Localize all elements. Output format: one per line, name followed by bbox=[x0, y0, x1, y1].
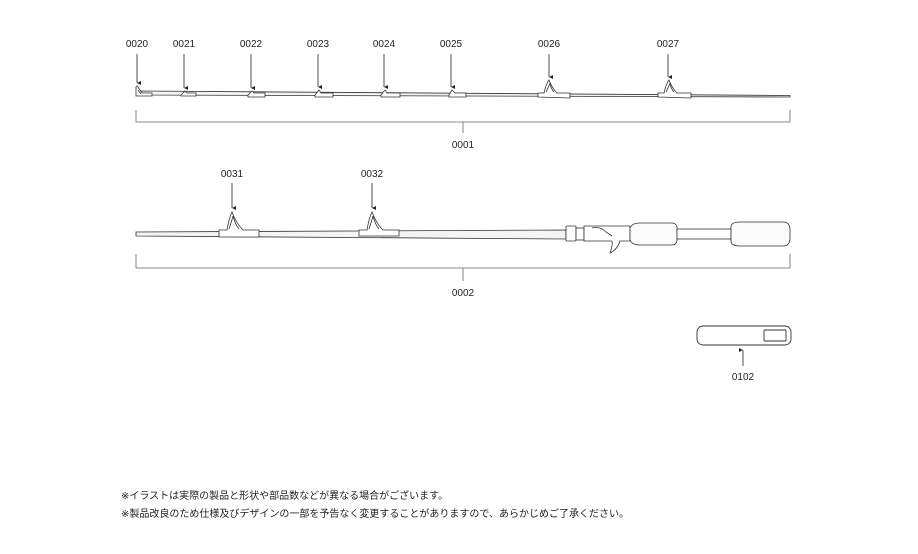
guide-22-icon bbox=[247, 90, 266, 98]
guide-25-icon bbox=[448, 89, 467, 98]
label-0002: 0002 bbox=[452, 288, 475, 299]
butt-callout-lines bbox=[231, 183, 376, 210]
label-0031: 0031 bbox=[221, 169, 244, 180]
guide-32-icon bbox=[358, 210, 400, 237]
label-0027: 0027 bbox=[657, 39, 680, 50]
label-0023: 0023 bbox=[307, 39, 330, 50]
guide-31-icon bbox=[218, 210, 260, 238]
tip-callout-lines bbox=[136, 54, 672, 90]
disclaimer-note-2: ※製品改良のため仕様及びデザインの一部を予告なく変更することがありますので、あら… bbox=[121, 509, 629, 520]
label-0001: 0001 bbox=[452, 140, 475, 151]
label-0021: 0021 bbox=[173, 39, 196, 50]
label-0025: 0025 bbox=[440, 39, 463, 50]
butt-section-bracket bbox=[135, 254, 791, 281]
label-0020: 0020 bbox=[126, 39, 149, 50]
label-0026: 0026 bbox=[538, 39, 561, 50]
guide-21-icon bbox=[180, 90, 197, 97]
label-0022: 0022 bbox=[240, 39, 263, 50]
guide-24-icon bbox=[380, 89, 401, 98]
label-0032: 0032 bbox=[361, 169, 384, 180]
rod-case-icon bbox=[696, 325, 792, 346]
guide-26-icon bbox=[537, 79, 571, 99]
disclaimer-notes: ※イラストは実際の製品と形状や部品数などが異なる場合がございます。 ※製品改良の… bbox=[121, 488, 629, 524]
tip-top-guide-icon bbox=[135, 85, 153, 97]
disclaimer-note-1: ※イラストは実際の製品と形状や部品数などが異なる場合がございます。 bbox=[121, 491, 449, 502]
guide-27-icon bbox=[657, 79, 692, 99]
butt-section-rod bbox=[135, 221, 791, 254]
guide-23-icon bbox=[314, 89, 334, 98]
label-0102: 0102 bbox=[732, 372, 755, 383]
tip-section-bracket bbox=[135, 110, 791, 133]
label-0024: 0024 bbox=[373, 39, 396, 50]
